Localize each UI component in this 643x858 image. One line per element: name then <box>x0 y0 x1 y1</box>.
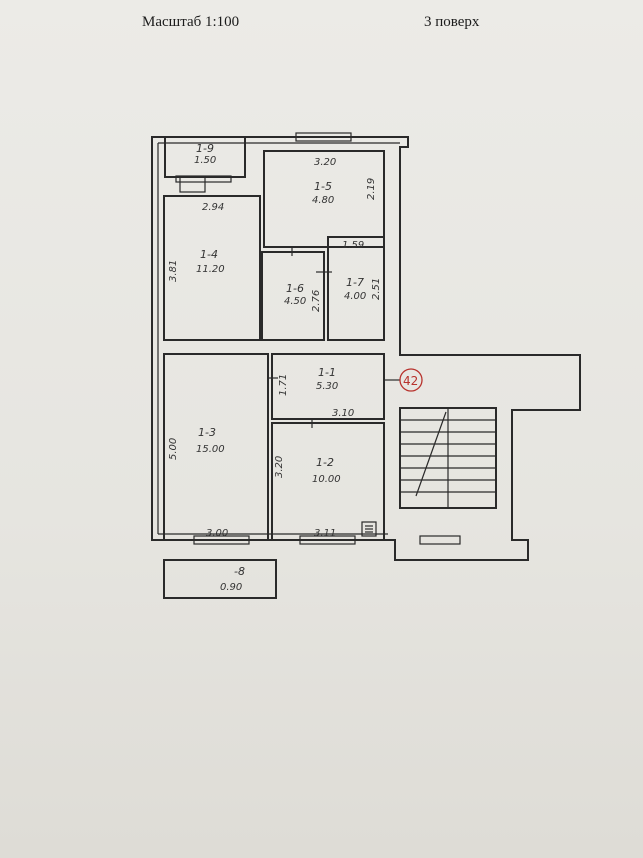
room-1-4-label: 1-4 <box>200 248 218 261</box>
dim-2-19: 2.19 <box>366 178 377 200</box>
room-1-7-area: 4.00 <box>344 291 366 302</box>
room-1-2-area: 10.00 <box>312 474 341 485</box>
dim-2-51: 2.51 <box>371 278 382 300</box>
dim-3-20-top: 3.20 <box>314 157 336 168</box>
room-1-3-label: 1-3 <box>198 426 216 439</box>
room-1-3-outline <box>163 353 269 541</box>
door-marks <box>268 246 400 428</box>
apartment-stamp-number: 42 <box>403 374 418 388</box>
room-1-9-area: 1.50 <box>194 155 216 166</box>
outer-wall <box>151 136 581 561</box>
room-1-1-outline <box>271 353 385 420</box>
room-8-label: -8 <box>234 565 245 578</box>
room-1-2-label: 1-2 <box>316 456 334 469</box>
room-1-6-area: 4.50 <box>284 296 306 307</box>
apartment-stamp-circle <box>399 368 423 392</box>
room-8-balcony-outline <box>163 559 277 599</box>
room-1-7-label: 1-7 <box>346 276 364 289</box>
floor-label: 3 поверх <box>424 14 480 30</box>
room-1-3-area: 15.00 <box>196 444 225 455</box>
room-1-6-outline <box>261 251 325 341</box>
dim-2-76: 2.76 <box>311 290 322 312</box>
dim-3-10: 3.10 <box>332 408 354 419</box>
room-1-1-label: 1-1 <box>318 366 336 379</box>
scale-label: Масштаб 1:100 <box>142 14 240 30</box>
room-8-area: 0.90 <box>220 582 242 593</box>
room-1-5-area: 4.80 <box>312 195 334 206</box>
room-1-1-area: 5.30 <box>316 381 338 392</box>
room-1-7-outline <box>327 236 385 341</box>
room-1-9-label: 1-9 <box>196 142 214 155</box>
room-1-9-step <box>179 176 206 193</box>
dim-1-59: 1.59 <box>342 240 364 251</box>
room-1-2-outline <box>271 422 385 541</box>
windows <box>175 132 461 545</box>
dim-5-00: 5.00 <box>168 438 179 460</box>
room-1-5-label: 1-5 <box>314 180 332 193</box>
dim-3-11: 3.11 <box>314 528 336 539</box>
dim-2-94: 2.94 <box>202 202 224 213</box>
dim-3-20-mid: 3.20 <box>274 456 285 478</box>
dim-3-00: 3.00 <box>206 528 228 539</box>
room-1-4-area: 11.20 <box>196 264 225 275</box>
dim-3-81: 3.81 <box>168 260 179 282</box>
stairs <box>400 408 496 508</box>
dim-1-71: 1.71 <box>278 374 289 396</box>
room-1-5-outline <box>263 150 385 248</box>
meter-box-icon <box>361 521 377 537</box>
room-1-6-label: 1-6 <box>286 282 304 295</box>
room-1-4-outline <box>163 195 261 341</box>
